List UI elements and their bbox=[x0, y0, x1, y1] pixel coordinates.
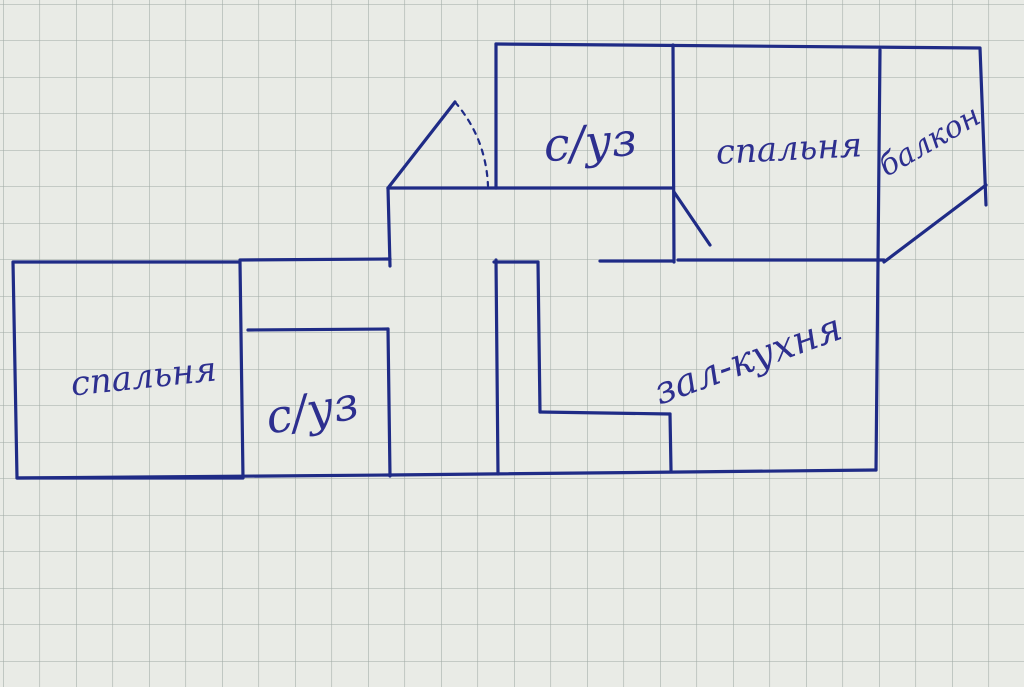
wall-partition-bottom bbox=[538, 410, 672, 416]
door-swing-arc bbox=[453, 100, 490, 188]
walls bbox=[11, 42, 988, 480]
wall-partition-right bbox=[668, 412, 673, 472]
wall-top-outer bbox=[494, 42, 988, 207]
label-bathroom-top: с/уз bbox=[542, 112, 639, 172]
wall-bottom-right bbox=[388, 468, 878, 477]
wall-partition-vertical bbox=[536, 260, 542, 414]
wall-top-bath-right bbox=[671, 43, 676, 264]
wall-hall-left bbox=[494, 258, 500, 476]
door-swing-line bbox=[386, 100, 457, 190]
wall-left-bath-right bbox=[386, 327, 392, 478]
wall-bottom-left bbox=[15, 473, 392, 480]
wall-corridor-left bbox=[386, 186, 392, 268]
wall-bedroom-right-right bbox=[876, 48, 882, 264]
wall-left-bath-top bbox=[238, 257, 392, 262]
wall-bedroom-left-outline bbox=[11, 260, 245, 480]
wall-balcony-diagonal bbox=[882, 183, 988, 264]
wall-living-right bbox=[874, 260, 880, 472]
wall-left-bath-inner-top bbox=[246, 327, 390, 332]
door-bedroom-right bbox=[672, 190, 712, 247]
label-bedroom-right: спальня bbox=[715, 125, 863, 173]
